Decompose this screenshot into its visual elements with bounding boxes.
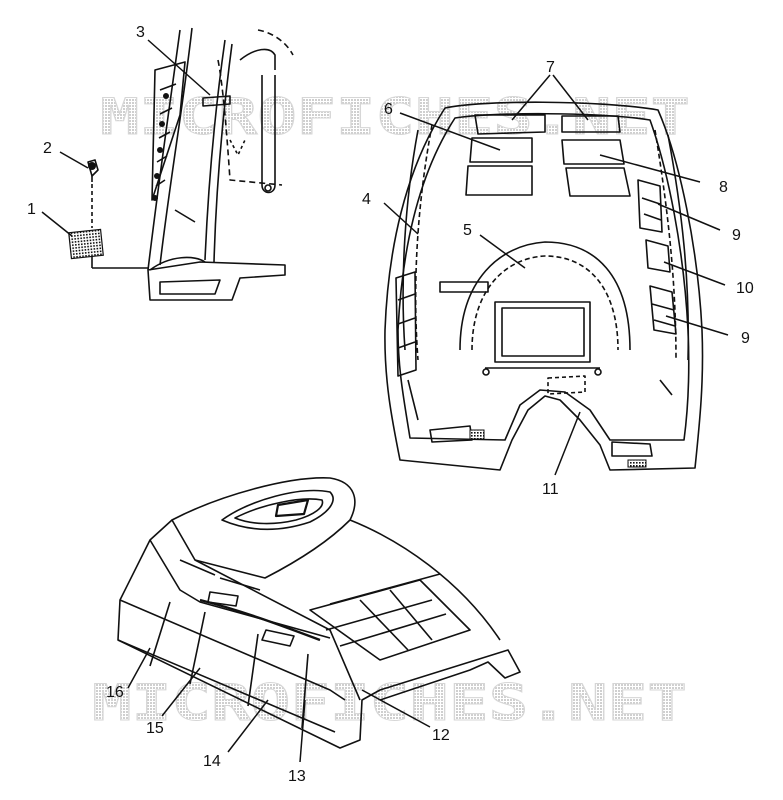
side-vent-detail: [87, 27, 294, 301]
leader-lines: [41, 39, 729, 763]
callout-5: 5: [463, 222, 472, 239]
callout-4: 4: [362, 191, 371, 208]
callout-8: 8: [719, 179, 728, 196]
hood-mesh-right: [627, 459, 647, 468]
louver-clips: [152, 93, 169, 201]
callout-12: 12: [432, 727, 450, 744]
callout-10: 10: [736, 280, 754, 297]
callout-11: 11: [542, 481, 559, 498]
callout-6: 6: [384, 101, 393, 118]
mesh-patch: [68, 228, 104, 260]
callout-1: 1: [27, 201, 36, 218]
callout-7: 7: [546, 59, 555, 76]
callout-3: 3: [136, 24, 145, 41]
screw-head: [88, 162, 96, 170]
callout-14: 14: [203, 753, 221, 770]
hood-mesh-left: [469, 429, 485, 440]
callout-9a: 9: [732, 227, 741, 244]
callout-labels: 1 2 3 4 5 6 7 8 9 10 9 11 12 13 14 15 16: [27, 24, 754, 785]
callout-2: 2: [43, 140, 52, 157]
hood-underside-view: [384, 101, 704, 471]
callout-13: 13: [288, 768, 306, 785]
callout-9b: 9: [741, 330, 750, 347]
watermark-bottom: MICROFICHES.NET: [92, 674, 687, 732]
callout-15: 15: [146, 720, 164, 737]
watermark-top: MICROFICHES.NET: [100, 88, 690, 146]
callout-16: 16: [106, 684, 124, 701]
